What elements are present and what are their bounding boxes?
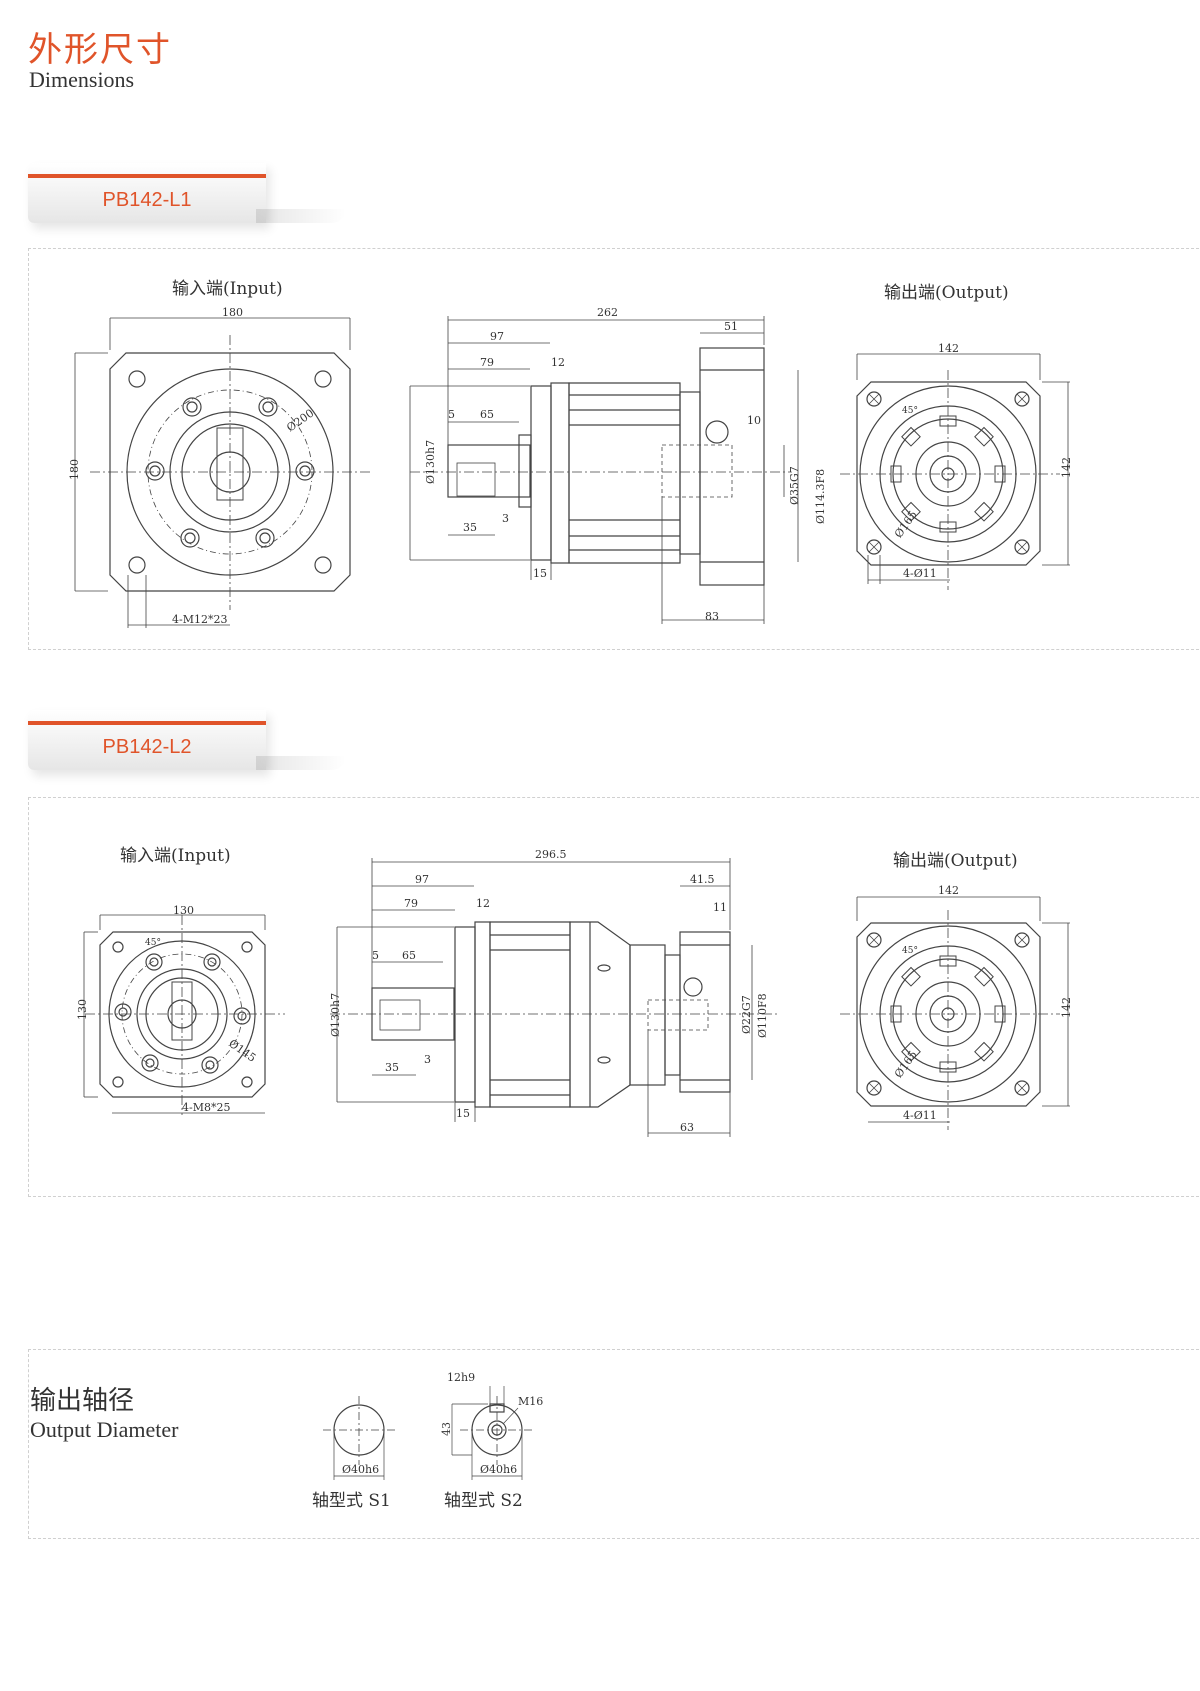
dim-pilot: Ø114.3F8 [814,469,827,524]
side-view [330,858,780,1137]
dim-total-length: 296.5 [535,848,567,861]
dim-41: 41.5 [690,873,715,886]
dim-15: 15 [533,567,547,580]
dim-65: 65 [480,408,494,421]
dim-15: 15 [456,1107,470,1120]
dim-pcd: Ø165 [892,1048,920,1080]
shaft-s2-dia: Ø40h6 [480,1463,517,1476]
dim-holes: 4-Ø11 [903,1109,937,1122]
section-title-en: Output Diameter [30,1417,179,1442]
dim-spigot: Ø22G7 [740,995,753,1034]
dim-83: 83 [705,610,719,623]
model-tab-label: PB142-L1 [102,189,192,211]
dim-height: 130 [76,999,89,1020]
dim-angle: 45° [902,946,918,956]
dim-width: 180 [222,306,243,319]
dim-holes: 4-Ø11 [903,567,937,580]
dim-35: 35 [463,521,477,534]
dim-width: 142 [938,884,959,897]
dim-bore: Ø130h7 [329,993,342,1037]
dim-width: 130 [173,904,194,917]
model-tab-l2[interactable]: PB142-L2 [28,710,346,770]
dim-10: 10 [747,414,761,427]
dim-65: 65 [402,949,416,962]
input-label: 输入端(Input) [120,846,231,866]
input-label: 输入端(Input) [172,279,283,299]
dim-5: 5 [448,408,455,421]
drawing-panel-shafts [28,1349,1200,1539]
dim-height: 142 [1060,997,1073,1018]
input-end-view [74,317,370,628]
output-end-view [840,896,1070,1130]
input-end-view [83,914,285,1115]
drawing-panel-l2 [28,797,1200,1197]
shaft-s2-label: 轴型式 S2 [444,1491,523,1511]
dim-total-length: 262 [597,306,618,319]
side-view [409,316,799,624]
dim-holes: 4-M8*25 [182,1101,230,1114]
dim-35: 35 [385,1061,399,1074]
section-title-cn: 输出轴径 [30,1386,135,1416]
dim-angle: 45° [145,938,161,948]
output-label: 输出端(Output) [884,283,1009,303]
output-end-view [840,353,1070,590]
dim-79: 79 [404,897,418,910]
dim-pcd: Ø145 [226,1037,258,1065]
model-tab-label: PB142-L2 [102,736,192,758]
shaft-s2-thread: M16 [518,1395,543,1408]
drawing-panel-l1 [28,248,1200,650]
dim-11: 11 [713,901,727,914]
dim-12: 12 [551,356,565,369]
page-title-cn: 外形尺寸 [28,30,172,70]
dim-3: 3 [424,1053,431,1066]
shaft-s1-dia: Ø40h6 [342,1463,379,1476]
shaft-s2-key: 12h9 [447,1371,475,1384]
page-title-en: Dimensions [29,67,135,92]
dim-height: 180 [68,459,81,480]
shaft-s1-label: 轴型式 S1 [312,1491,391,1511]
model-tab-l1[interactable]: PB142-L1 [28,163,346,223]
shaft-s2-drawing [451,1386,533,1480]
dim-pilot: Ø110F8 [756,993,769,1038]
dim-63: 63 [680,1121,694,1134]
shaft-s1-drawing [323,1396,395,1480]
dim-spigot: Ø35G7 [788,466,801,505]
dim-97: 97 [415,873,429,886]
dim-5: 5 [372,949,379,962]
dim-angle: 45° [902,406,918,416]
output-label: 输出端(Output) [893,851,1018,871]
dim-3: 3 [502,512,509,525]
shaft-s2-height: 43 [440,1422,453,1436]
dim-97: 97 [490,330,504,343]
dim-79: 79 [480,356,494,369]
dim-pcd: Ø165 [892,508,920,540]
dim-height: 142 [1060,457,1073,478]
dim-12: 12 [476,897,490,910]
dim-width: 142 [938,342,959,355]
dim-holes: 4-M12*23 [172,613,227,626]
dim-51: 51 [724,320,738,333]
dim-bore: Ø130h7 [424,440,437,484]
